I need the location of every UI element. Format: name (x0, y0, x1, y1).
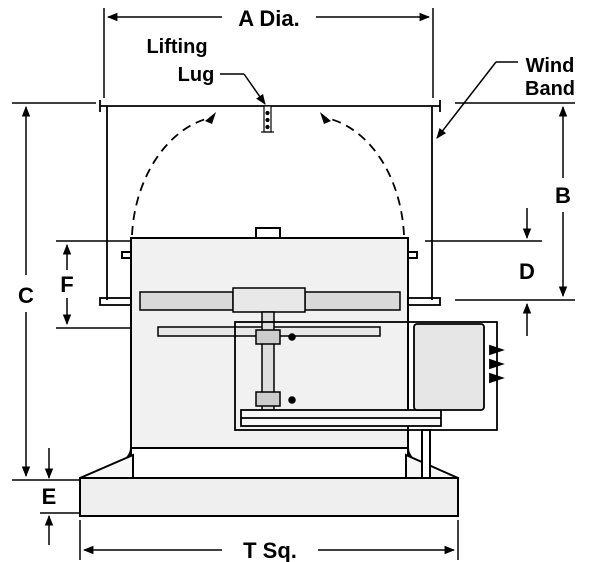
label-d: D (519, 259, 535, 284)
airflow-arc (131, 116, 405, 236)
label-wind-band-line1: Wind (526, 55, 575, 77)
dimension-d (425, 208, 542, 336)
label-e: E (42, 484, 57, 509)
dimension-a (103, 8, 434, 98)
label-lifting-line1: Lifting (146, 36, 207, 58)
dimension-t (79, 520, 459, 560)
airflow-arrowheads (205, 112, 331, 124)
label-c: C (18, 283, 34, 308)
fan-shaft (255, 311, 296, 413)
motor (413, 323, 505, 411)
label-f: F (60, 272, 73, 297)
dimension-e (40, 448, 80, 545)
label-t-sq: T Sq. (243, 538, 297, 562)
lifting-lug-leader (220, 73, 266, 105)
dimension-b (455, 102, 575, 301)
curb-base (79, 429, 459, 517)
label-b: B (555, 183, 571, 208)
label-a-dia: A Dia. (238, 6, 300, 31)
label-lifting-line2: Lug (178, 64, 215, 86)
lifting-lug (261, 105, 274, 133)
wind-band-leader (436, 61, 518, 139)
dimension-c (12, 102, 96, 481)
label-wind-band-line2: Band (525, 78, 575, 100)
